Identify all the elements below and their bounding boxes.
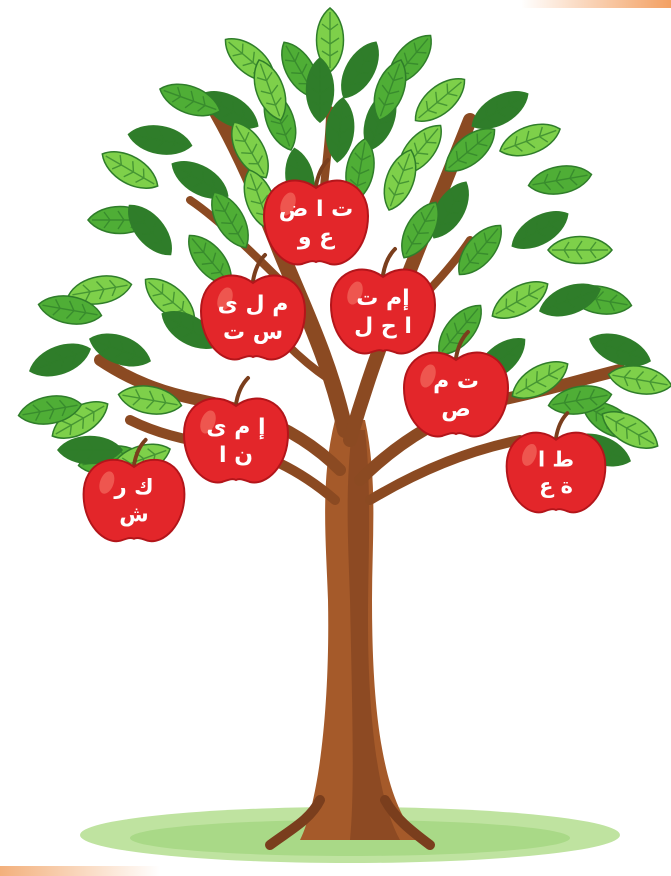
leaf [548, 237, 612, 264]
apple-letters-top: ك ر [113, 475, 153, 500]
apple-letters-bottom: س ت [223, 320, 283, 345]
apple-letters-bottom: ا ح ل [354, 314, 412, 339]
apple-letters-top: ت م [433, 369, 479, 394]
apple-letters-top: ت ا ض [279, 197, 354, 222]
apple-letters-top: إ م ى [206, 415, 265, 440]
apple-letters-bottom: ة ع [539, 474, 573, 498]
apple-letters-top: ط ا [538, 447, 574, 471]
apple-letters-bottom: ش [119, 502, 148, 527]
apple-letters-bottom: ن ا [219, 443, 253, 468]
leaf [526, 161, 594, 199]
apple: إ م ى ن ا [184, 378, 288, 483]
leaf [25, 336, 94, 383]
leaf [116, 381, 184, 419]
apple-letters-bottom: ع و [297, 225, 335, 250]
apple-letters-top: إم ت [356, 286, 409, 311]
apple-letters-top: م ل ى [218, 292, 289, 317]
leaf [126, 121, 194, 159]
apple: ط ا ة ع [507, 413, 606, 512]
apple-letters-bottom: ص [441, 397, 471, 422]
leaf [495, 116, 564, 163]
leaf [486, 272, 555, 327]
